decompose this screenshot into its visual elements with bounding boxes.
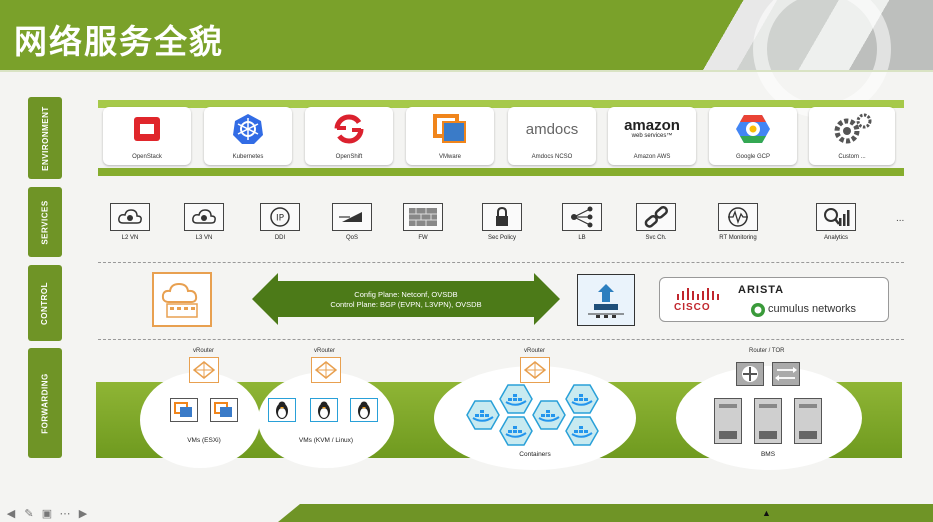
switch-icon bbox=[772, 362, 800, 386]
openshift-icon bbox=[305, 113, 393, 145]
group-label-kvm: VMs (KVM / Linux) bbox=[298, 437, 354, 444]
cisco-bars-icon bbox=[677, 288, 719, 300]
qos-icon bbox=[332, 203, 372, 231]
service-l3vn: L3 VN bbox=[182, 203, 226, 241]
service-svc-chain: Svc Ch. bbox=[634, 203, 678, 241]
network-device-icon bbox=[577, 274, 635, 326]
env-card-custom: Custom ... bbox=[809, 107, 895, 165]
gcp-icon bbox=[709, 113, 797, 145]
more-options-icon[interactable]: ⋯ bbox=[59, 507, 71, 520]
cloud-network-icon bbox=[184, 203, 224, 231]
server-icon bbox=[714, 398, 742, 444]
docker-container-icon bbox=[499, 384, 533, 414]
env-card-vmware: VMware bbox=[406, 107, 494, 165]
controller-cluster-icon bbox=[152, 272, 212, 327]
side-label-control: CONTROL bbox=[28, 265, 62, 341]
cumulus-icon bbox=[751, 303, 765, 317]
group-label-containers: Containers bbox=[519, 451, 551, 458]
cumulus-logo: cumulus networks bbox=[768, 303, 857, 315]
slide-nav-toolbar: ◀ ✎ ▣ ⋯ ▶ bbox=[4, 506, 90, 520]
config-plane-text: Config Plane: Netconf, OVSDB bbox=[354, 290, 458, 299]
slides-icon[interactable]: ▣ bbox=[41, 507, 53, 520]
kubernetes-icon bbox=[204, 113, 292, 145]
env-card-amdocs: amdocs Amdocs NCSO bbox=[508, 107, 596, 165]
next-slide-icon[interactable]: ▶ bbox=[78, 507, 88, 520]
group-label-bms: BMS bbox=[760, 451, 776, 458]
service-l2vn: L2 VN bbox=[108, 203, 152, 241]
environment-band bbox=[98, 100, 904, 176]
vrouter-icon bbox=[311, 357, 341, 383]
env-card-aws: amazon web services™ Amazon AWS bbox=[608, 107, 696, 165]
service-sec-policy: Sec Policy bbox=[480, 203, 524, 241]
linux-penguin-icon bbox=[310, 398, 338, 422]
side-label-services: SERVICES bbox=[28, 187, 62, 257]
service-fw: FW bbox=[401, 203, 445, 241]
vrouter-label-kvm: vRouter bbox=[314, 348, 336, 354]
vrouter-icon bbox=[520, 357, 550, 383]
server-icon bbox=[754, 398, 782, 444]
env-card-kubernetes: Kubernetes bbox=[204, 107, 292, 165]
vrouter-icon bbox=[189, 357, 219, 383]
openstack-icon bbox=[103, 113, 191, 145]
analytics-icon bbox=[816, 203, 856, 231]
docker-container-icon bbox=[499, 416, 533, 446]
divider-services-control bbox=[98, 262, 904, 263]
vendor-logos-panel: ARISTA CISCO cumulus networks bbox=[659, 277, 889, 322]
ip-icon: IP bbox=[260, 203, 300, 231]
mouse-cursor-icon: ▲ bbox=[762, 508, 771, 518]
service-analytics: Analytics bbox=[814, 203, 858, 241]
service-qos: QoS bbox=[330, 203, 374, 241]
env-card-openstack: OpenStack bbox=[103, 107, 191, 165]
monitor-icon bbox=[718, 203, 758, 231]
docker-container-icon bbox=[565, 384, 599, 414]
docker-container-icon bbox=[532, 400, 566, 430]
docker-container-icon bbox=[565, 416, 599, 446]
server-icon bbox=[794, 398, 822, 444]
side-label-forwarding: FORWARDING bbox=[28, 348, 62, 458]
env-card-openshift: OpenShift bbox=[305, 107, 393, 165]
aws-logo: amazon web services™ bbox=[624, 117, 680, 139]
vmware-icon bbox=[406, 113, 494, 145]
control-plane-arrow bbox=[252, 273, 560, 325]
control-plane-text: Control Plane: BGP (EVPN, L3VPN), OVSDB bbox=[330, 300, 482, 309]
service-ddi: IP DDI bbox=[258, 203, 302, 241]
service-rt-monitoring: RT Monitoring bbox=[710, 203, 766, 241]
chain-icon bbox=[636, 203, 676, 231]
divider-control-forwarding bbox=[98, 339, 904, 340]
gear-icon bbox=[809, 113, 895, 145]
footer-band bbox=[278, 504, 933, 522]
group-vms-esxi bbox=[140, 372, 260, 468]
env-card-gcp: Google GCP bbox=[709, 107, 797, 165]
vrouter-label-containers: vRouter bbox=[524, 348, 546, 354]
pen-icon[interactable]: ✎ bbox=[24, 507, 34, 520]
svg-text:IP: IP bbox=[276, 214, 285, 224]
linux-penguin-icon bbox=[350, 398, 378, 422]
lock-icon bbox=[482, 203, 522, 231]
cisco-logo: CISCO bbox=[674, 302, 711, 313]
previous-slide-icon[interactable]: ◀ bbox=[6, 507, 16, 520]
load-balancer-icon bbox=[562, 203, 602, 231]
service-lb: LB bbox=[560, 203, 604, 241]
side-label-environment: ENVIRONMENT bbox=[28, 97, 62, 179]
group-label-esxi: VMs (ESXi) bbox=[187, 437, 221, 444]
page-title: 网络服务全貌 bbox=[14, 22, 224, 61]
header-divider bbox=[0, 70, 933, 72]
cloud-network-icon bbox=[110, 203, 150, 231]
amdocs-logo: amdocs bbox=[525, 120, 579, 138]
more-services-ellipsis: ... bbox=[896, 213, 905, 224]
vmware-vm-icon bbox=[210, 398, 238, 422]
router-tor-label: Router / TOR bbox=[749, 348, 785, 354]
vmware-vm-icon bbox=[170, 398, 198, 422]
router-icon bbox=[736, 362, 764, 386]
firewall-icon bbox=[403, 203, 443, 231]
header-decoration bbox=[693, 0, 933, 118]
arista-logo: ARISTA bbox=[738, 284, 785, 296]
linux-penguin-icon bbox=[268, 398, 296, 422]
vrouter-label-esxi: vRouter bbox=[193, 348, 215, 354]
docker-container-icon bbox=[466, 400, 500, 430]
